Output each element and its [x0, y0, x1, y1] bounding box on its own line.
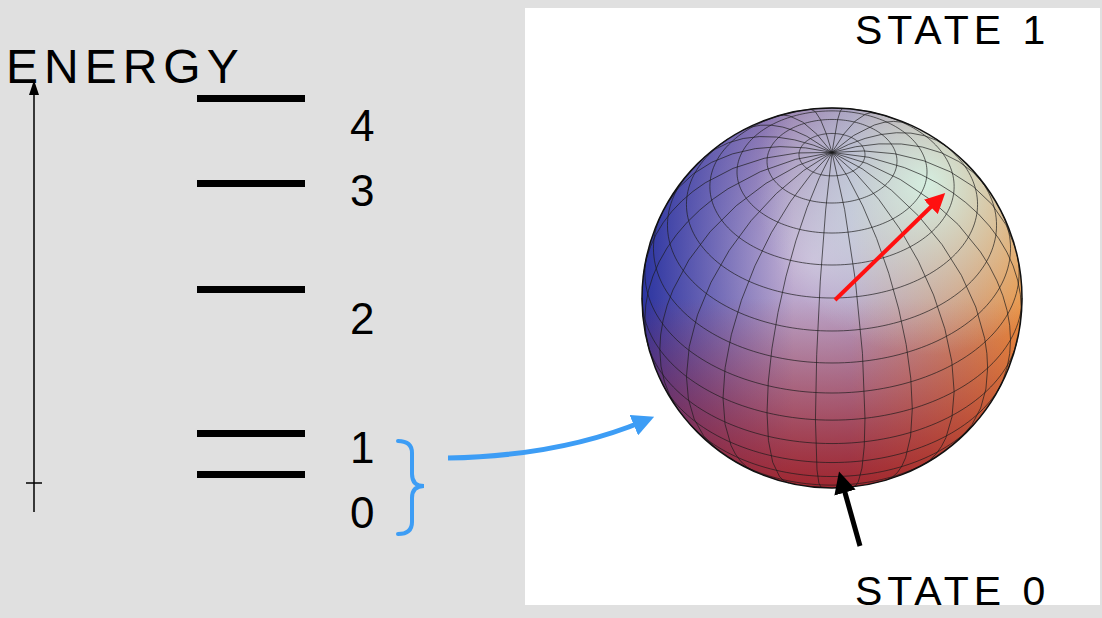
bloch-sphere	[642, 108, 1022, 488]
energy-level-bar	[197, 430, 305, 437]
pointer-arrow	[842, 482, 860, 546]
energy-level-bar	[197, 286, 305, 293]
axis-tick	[26, 482, 42, 484]
energy-level-bar	[197, 471, 305, 478]
level-number: 4	[350, 104, 374, 148]
sphere-shade	[642, 108, 1022, 488]
mapping-arrow	[448, 421, 644, 458]
level-number: 0	[350, 491, 374, 535]
state-label: STATE 0	[855, 571, 1050, 612]
energy-levels	[197, 95, 305, 478]
axis-label: ENERGY	[6, 43, 245, 91]
energy-level-bar	[197, 95, 305, 102]
level-number: 1	[350, 426, 374, 470]
state-vector	[835, 200, 938, 300]
sphere-fill	[642, 108, 1022, 488]
sphere-shade	[642, 108, 1022, 488]
sphere-graticule	[642, 108, 1022, 488]
sphere-outline	[642, 108, 1022, 488]
level-number: 2	[350, 297, 374, 341]
sphere-grid	[642, 108, 1022, 488]
level-brace	[398, 441, 424, 534]
state-label: STATE 1	[855, 10, 1050, 51]
sphere-shade	[642, 108, 1022, 488]
energy-level-bar	[197, 180, 305, 187]
energy-axis	[33, 92, 35, 512]
sphere-panel	[525, 8, 1100, 605]
sphere-shade	[642, 108, 1022, 488]
level-number: 3	[350, 169, 374, 213]
